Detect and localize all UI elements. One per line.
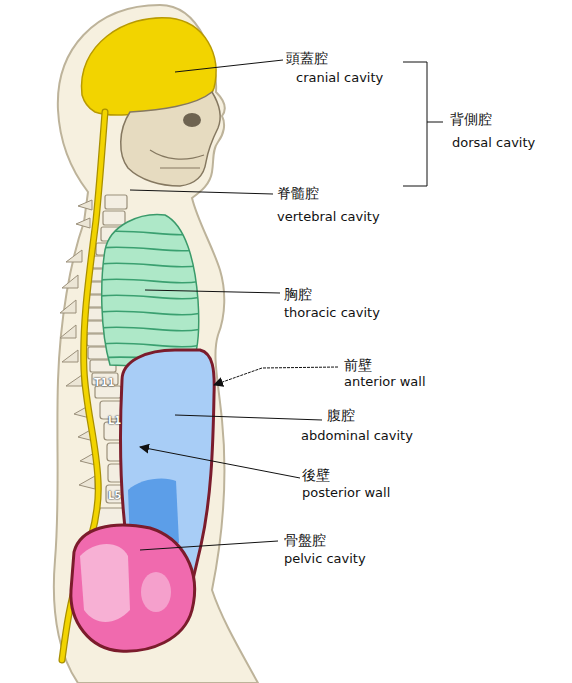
cavity-name: vertebral cavity bbox=[277, 210, 380, 225]
cavity-name: 腹腔 bbox=[327, 407, 355, 423]
wall-name: 前壁 bbox=[344, 357, 372, 373]
cavity-name: 骨盤腔 bbox=[284, 532, 326, 548]
cavity-name: 胸腔 bbox=[284, 286, 312, 302]
jaw-line bbox=[150, 150, 204, 168]
vertebra-number: L5 bbox=[108, 490, 121, 502]
cavity-name: thoracic cavity bbox=[284, 306, 380, 321]
wall-name: posterior wall bbox=[302, 486, 390, 501]
vertebra-number: L1 bbox=[108, 415, 121, 427]
wall-arrow bbox=[214, 367, 338, 385]
skull bbox=[121, 92, 220, 186]
cavity-name: abdominal cavity bbox=[301, 429, 413, 444]
pelvic-organ bbox=[80, 544, 130, 622]
eye-socket bbox=[183, 113, 201, 127]
wall-name: 後壁 bbox=[302, 467, 330, 483]
cavity-name: 頭蓋腔 bbox=[286, 50, 328, 66]
pelvic-organ bbox=[141, 572, 171, 612]
leader-lines bbox=[130, 60, 322, 550]
pelvic-cavity bbox=[71, 525, 195, 651]
wall-name: anterior wall bbox=[344, 375, 426, 390]
cavity-name: 脊髓腔 bbox=[277, 185, 319, 201]
wall-arrow bbox=[140, 447, 300, 478]
cavity-name: pelvic cavity bbox=[284, 552, 366, 567]
bracket bbox=[403, 62, 443, 186]
rib-lines bbox=[100, 231, 205, 360]
cavity-name: cranial cavity bbox=[296, 71, 383, 86]
group-name: 背側腔 bbox=[450, 111, 492, 127]
body-outline bbox=[54, 5, 258, 683]
vertebra-number: T11 bbox=[94, 377, 115, 389]
group-name: dorsal cavity bbox=[452, 136, 535, 151]
